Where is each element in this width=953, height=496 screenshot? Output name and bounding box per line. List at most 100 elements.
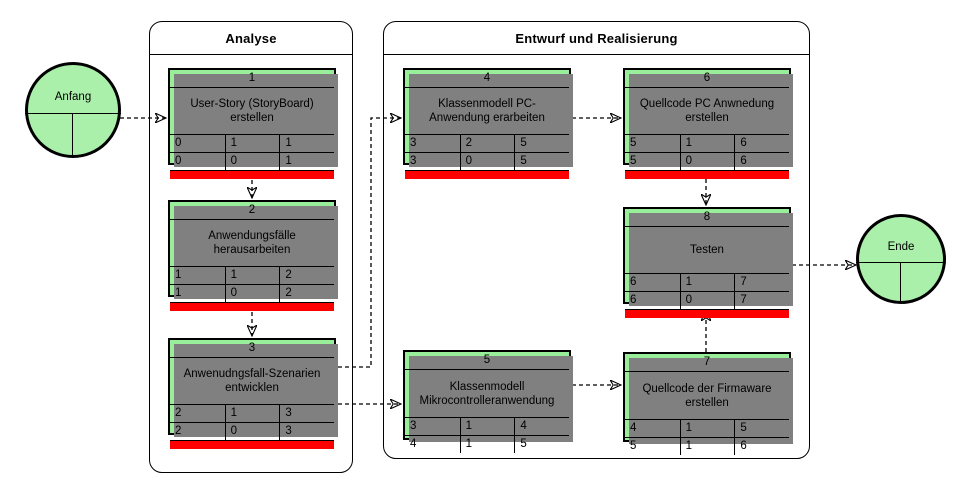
cell-lf: 5 <box>514 436 569 453</box>
activity-node-5[interactable]: 5 Klassenmodell Mikrocontrolleranwendung… <box>403 350 573 453</box>
activity-node-8-row-bottom: 6 0 7 <box>625 292 789 309</box>
activity-node-4-critical-bar <box>405 170 569 179</box>
activity-node-8-title: Testen <box>625 227 789 274</box>
activity-node-4-title: Klassenmodell PC-Anwendung erarbeiten <box>405 88 569 135</box>
cell-lf: 3 <box>279 423 334 440</box>
cell-ls: 4 <box>410 438 417 450</box>
cell-dur: 1 <box>679 274 735 291</box>
activity-node-6-row-bottom: 5 0 6 <box>625 153 789 170</box>
activity-node-6[interactable]: 6 Quellcode PC Anwnedung erstellen 5 1 6… <box>623 68 793 179</box>
cell-dur: 1 <box>224 267 280 284</box>
activity-node-2-row-bottom: 1 0 2 <box>170 285 334 302</box>
cell-dur: 1 <box>459 418 515 435</box>
activity-node-6-row-top: 5 1 6 <box>625 135 789 153</box>
activity-node-3-title: Anwenudngsfall-Szenarien entwicklen <box>170 358 334 405</box>
cell-ef: 3 <box>279 405 334 422</box>
cell-float: 0 <box>459 153 515 170</box>
cell-dur: 1 <box>224 135 280 152</box>
terminator-anfang: Anfang <box>25 62 121 158</box>
activity-node-7-number: 7 <box>625 354 789 372</box>
cell-float: 0 <box>224 153 280 170</box>
activity-node-6-title: Quellcode PC Anwnedung erstellen <box>625 88 789 135</box>
terminator-ende-divider <box>856 262 946 263</box>
activity-node-3-critical-bar <box>170 440 334 449</box>
cell-lf: 5 <box>514 153 569 170</box>
cell-ef: 5 <box>734 420 789 437</box>
cell-dur: 1 <box>224 405 280 422</box>
cell-ls: 3 <box>410 155 417 167</box>
terminator-anfang-divider <box>25 113 121 114</box>
activity-node-2-critical-bar <box>170 302 334 311</box>
cell-float: 0 <box>224 423 280 440</box>
cell-es: 3 <box>410 420 417 432</box>
cell-ls: 1 <box>175 287 182 299</box>
cell-lf: 7 <box>734 292 789 309</box>
cell-dur: 2 <box>459 135 515 152</box>
activity-node-1-number: 1 <box>170 70 334 88</box>
activity-node-2-row-top: 1 1 2 <box>170 267 334 285</box>
cell-dur: 1 <box>679 420 735 437</box>
activity-node-1-row-top: 0 1 1 <box>170 135 334 153</box>
cell-lf: 6 <box>734 438 789 455</box>
activity-node-6-critical-bar <box>625 170 789 179</box>
activity-node-5-number: 5 <box>405 352 569 370</box>
cell-lf: 1 <box>279 153 334 170</box>
activity-node-7-row-bottom: 5 1 6 <box>625 438 789 455</box>
activity-node-8[interactable]: 8 Testen 6 1 7 6 0 7 <box>623 207 793 318</box>
cell-es: 6 <box>630 276 637 288</box>
cell-ls: 0 <box>175 155 182 167</box>
cell-ef: 4 <box>514 418 569 435</box>
activity-node-8-critical-bar <box>625 309 789 318</box>
cell-ls: 5 <box>630 155 637 167</box>
cell-es: 5 <box>630 137 637 149</box>
cell-es: 2 <box>175 407 182 419</box>
activity-node-4[interactable]: 4 Klassenmodell PC-Anwendung erarbeiten … <box>403 68 573 179</box>
cell-ef: 1 <box>279 135 334 152</box>
cell-ls: 2 <box>175 425 182 437</box>
cell-ls: 5 <box>630 440 637 452</box>
activity-node-8-row-top: 6 1 7 <box>625 274 789 292</box>
cell-float: 0 <box>224 285 280 302</box>
activity-node-2[interactable]: 2 Anwendungsfälle herausarbeiten 1 1 2 1… <box>168 200 338 311</box>
cell-ef: 6 <box>734 135 789 152</box>
activity-node-7-title: Quellcode der Firmaware erstellen <box>625 372 789 420</box>
swimlane-analyse-title: Analyse <box>150 22 352 55</box>
cell-ef: 5 <box>514 135 569 152</box>
cell-lf: 2 <box>279 285 334 302</box>
activity-node-6-number: 6 <box>625 70 789 88</box>
activity-node-7[interactable]: 7 Quellcode der Firmaware erstellen 4 1 … <box>623 352 793 455</box>
activity-node-1[interactable]: 1 User-Story (StoryBoard) erstellen 0 1 … <box>168 68 338 179</box>
swimlane-entwurf-title: Entwurf und Realisierung <box>384 22 809 55</box>
activity-node-7-row-top: 4 1 5 <box>625 420 789 438</box>
activity-node-5-row-top: 3 1 4 <box>405 418 569 436</box>
activity-node-3-row-bottom: 2 0 3 <box>170 423 334 440</box>
cell-es: 3 <box>410 137 417 149</box>
activity-node-5-row-bottom: 4 1 5 <box>405 436 569 453</box>
activity-node-1-title: User-Story (StoryBoard) erstellen <box>170 88 334 135</box>
cell-float: 0 <box>679 153 735 170</box>
activity-node-4-row-top: 3 2 5 <box>405 135 569 153</box>
activity-node-2-number: 2 <box>170 202 334 220</box>
cell-float: 1 <box>459 436 515 453</box>
terminator-anfang-vdivider <box>72 113 73 157</box>
activity-node-3-number: 3 <box>170 340 334 358</box>
activity-node-5-title: Klassenmodell Mikrocontrolleranwendung <box>405 370 569 418</box>
cell-es: 1 <box>175 269 182 281</box>
terminator-anfang-label: Anfang <box>54 91 92 103</box>
cell-es: 0 <box>175 137 182 149</box>
activity-node-4-row-bottom: 3 0 5 <box>405 153 569 170</box>
activity-node-3[interactable]: 3 Anwenudngsfall-Szenarien entwicklen 2 … <box>168 338 338 449</box>
cell-ef: 2 <box>279 267 334 284</box>
cell-dur: 1 <box>679 135 735 152</box>
cell-ef: 7 <box>734 274 789 291</box>
terminator-ende-vdivider <box>900 262 901 303</box>
terminator-ende-label: Ende <box>887 241 915 253</box>
activity-node-4-number: 4 <box>405 70 569 88</box>
cell-float: 0 <box>679 292 735 309</box>
activity-node-1-row-bottom: 0 0 1 <box>170 153 334 170</box>
terminator-ende: Ende <box>856 214 946 304</box>
cell-lf: 6 <box>734 153 789 170</box>
cell-es: 4 <box>630 422 637 434</box>
cell-float: 1 <box>679 438 735 455</box>
